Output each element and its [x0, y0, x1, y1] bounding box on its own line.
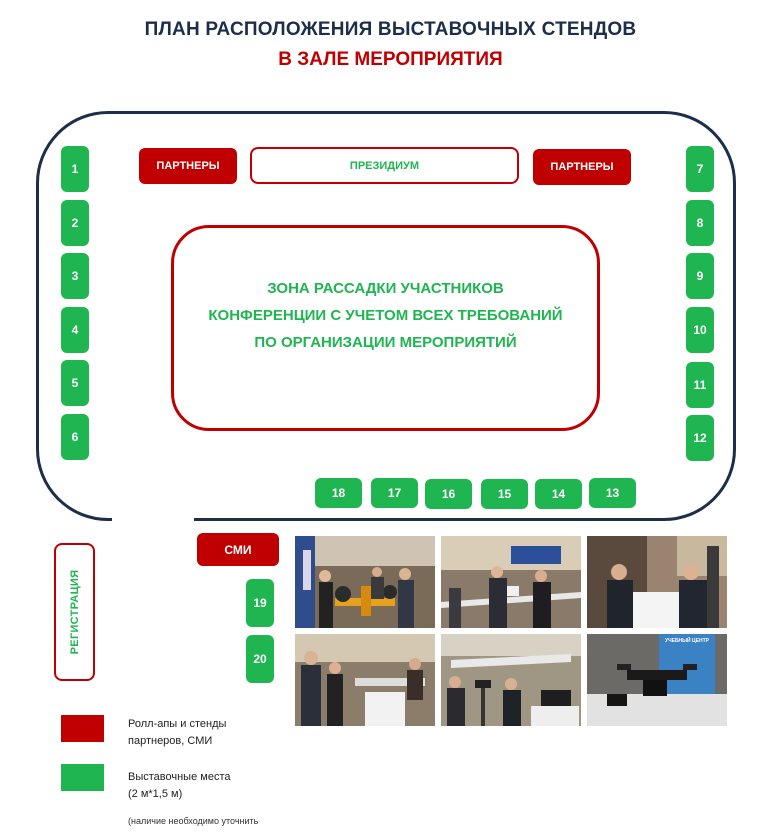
stand-7: 7 — [686, 146, 714, 192]
sign-text: УЧЕБНЫЙ ЦЕНТР — [661, 638, 713, 644]
legend-green-line-1: Выставочные места — [128, 769, 230, 786]
legend-note: (наличие необходимо уточнить — [128, 816, 258, 826]
exhibition-photo-5 — [441, 634, 581, 726]
registration-label: РЕГИСТРАЦИЯ — [69, 570, 81, 655]
stand-14: 14 — [535, 479, 582, 509]
exhibition-photo-2 — [441, 536, 581, 628]
exhibition-photo-6: УЧЕБНЫЙ ЦЕНТР — [587, 634, 727, 726]
stand-9: 9 — [686, 253, 714, 299]
stand-1: 1 — [61, 146, 89, 192]
stand-5: 5 — [61, 360, 89, 406]
presidium: ПРЕЗИДИУМ — [250, 147, 519, 184]
stand-3: 3 — [61, 253, 89, 299]
legend-red-line-2: партнеров, СМИ — [128, 733, 226, 750]
legend-red-line-1: Ролл-апы и стенды — [128, 716, 226, 733]
title-line-1: ПЛАН РАСПОЛОЖЕНИЯ ВЫСТАВОЧНЫХ СТЕНДОВ — [0, 19, 781, 41]
stand-2: 2 — [61, 200, 89, 246]
exhibition-photo-3 — [587, 536, 727, 628]
registration-desk: РЕГИСТРАЦИЯ — [54, 543, 95, 681]
partners-stand-right: ПАРТНЕРЫ — [533, 149, 631, 185]
seating-zone-line: КОНФЕРЕНЦИИ С УЧЕТОМ ВСЕХ ТРЕБОВАНИЙ — [208, 302, 562, 329]
seating-zone: ЗОНА РАССАДКИ УЧАСТНИКОВ КОНФЕРЕНЦИИ С У… — [171, 225, 600, 431]
smi-stand: СМИ — [197, 533, 279, 566]
stand-19: 19 — [246, 579, 274, 627]
stand-17: 17 — [371, 478, 418, 508]
stand-15: 15 — [481, 479, 528, 509]
legend-red-swatch — [61, 715, 104, 742]
legend-green-line-2: (2 м*1,5 м) — [128, 786, 230, 803]
hall-entrance — [112, 512, 194, 526]
seating-zone-line: ЗОНА РАССАДКИ УЧАСТНИКОВ — [267, 275, 504, 302]
legend-red-label: Ролл-апы и стенды партнеров, СМИ — [128, 716, 226, 750]
title-line-2: В ЗАЛЕ МЕРОПРИЯТИЯ — [0, 49, 781, 71]
exhibition-photo-1 — [295, 536, 435, 628]
partners-stand-left: ПАРТНЕРЫ — [139, 148, 237, 184]
stand-18: 18 — [315, 478, 362, 508]
seating-zone-line: ПО ОРГАНИЗАЦИИ МЕРОПРИЯТИЙ — [254, 329, 516, 356]
stand-20: 20 — [246, 635, 274, 683]
stand-16: 16 — [425, 479, 472, 509]
stand-10: 10 — [686, 307, 714, 353]
stand-11: 11 — [686, 362, 714, 408]
legend-green-label: Выставочные места (2 м*1,5 м) — [128, 769, 230, 803]
stand-4: 4 — [61, 307, 89, 353]
legend-green-swatch — [61, 764, 104, 791]
stand-8: 8 — [686, 200, 714, 246]
stand-12: 12 — [686, 415, 714, 461]
exhibition-photo-4 — [295, 634, 435, 726]
stand-6: 6 — [61, 414, 89, 460]
stand-13: 13 — [589, 478, 636, 508]
